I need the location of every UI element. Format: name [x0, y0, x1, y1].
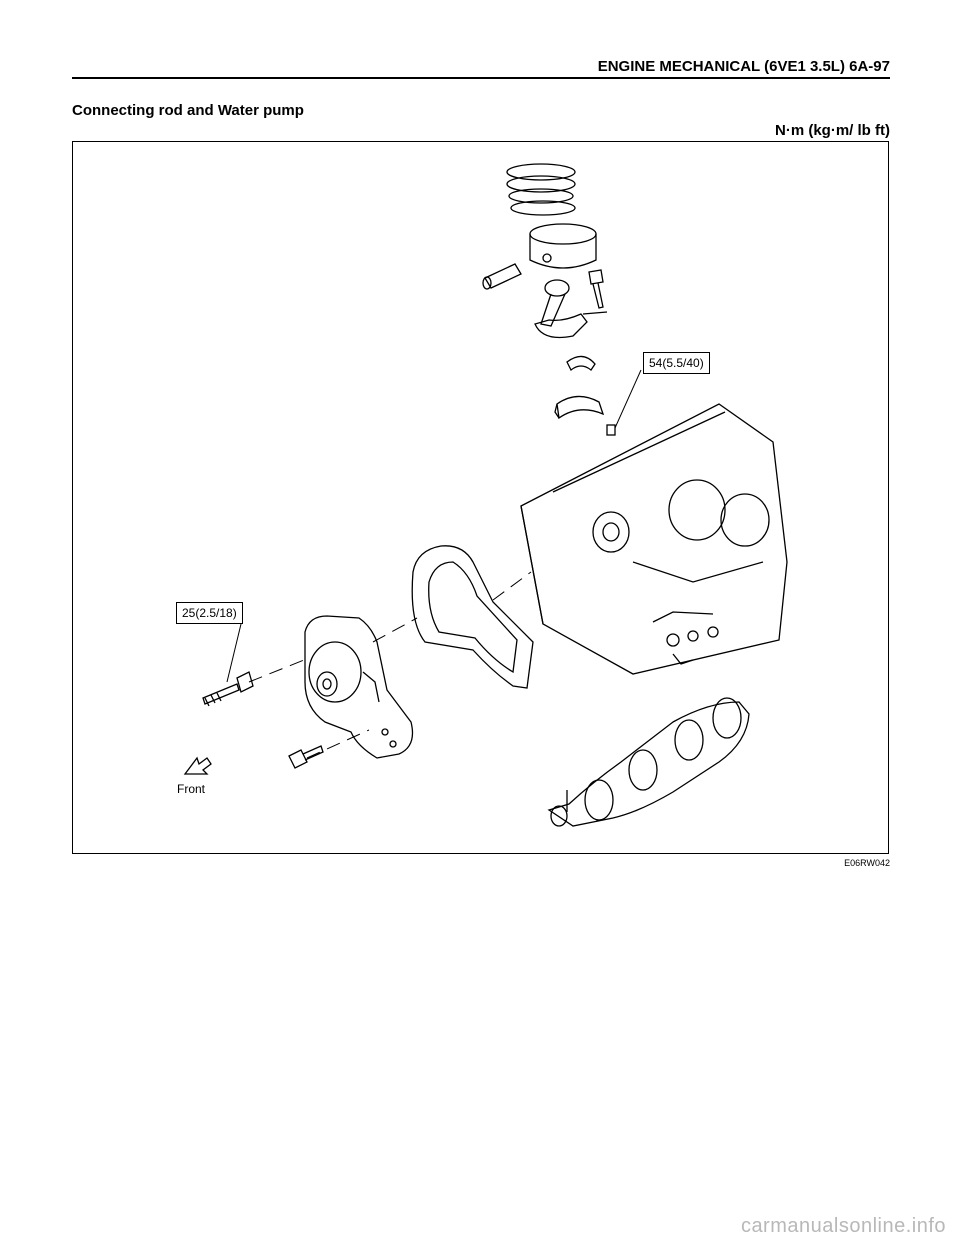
water-pump	[304, 615, 414, 759]
exploded-view-drawing	[183, 163, 788, 827]
front-label: Front	[177, 782, 206, 796]
rod-cap	[554, 395, 616, 436]
stud-alignment-line	[248, 657, 310, 683]
rod-bolt	[582, 269, 608, 315]
bolt-alignment-line	[306, 729, 370, 759]
rod-bearing	[566, 355, 596, 372]
rod-nut-torque-callout: 54(5.5/40)	[643, 352, 710, 374]
pump-bolt	[288, 745, 324, 769]
figure-id: E06RW042	[844, 858, 890, 868]
section-title: Connecting rod and Water pump	[72, 102, 304, 119]
piston-rings	[506, 163, 576, 216]
stud-leader-line	[226, 623, 242, 683]
connecting-rod	[534, 279, 588, 339]
header-rule	[72, 77, 890, 79]
pump-gasket-line	[372, 617, 418, 643]
cylinder-block	[520, 403, 788, 675]
water-pump-gasket	[411, 545, 534, 689]
watermark: carmanualsonline.info	[0, 1215, 960, 1238]
page-header: ENGINE MECHANICAL (6VE1 3.5L) 6A-97	[597, 58, 890, 75]
stud-torque-callout: 25(2.5/18)	[176, 602, 243, 624]
watermark-text: carmanualsonline.info	[740, 1215, 946, 1237]
front-arrow-icon	[183, 756, 212, 775]
exploded-view-figure: 54(5.5/40) 25(2.5/18) Front	[72, 141, 889, 854]
torque-units: N·m (kg·m/ lb ft)	[775, 122, 890, 139]
gasket-block-line	[492, 571, 532, 601]
piston	[529, 223, 597, 269]
crankshaft	[547, 697, 750, 827]
nut-leader-line	[614, 369, 642, 429]
piston-pin	[482, 263, 522, 290]
pump-stud	[202, 671, 254, 707]
